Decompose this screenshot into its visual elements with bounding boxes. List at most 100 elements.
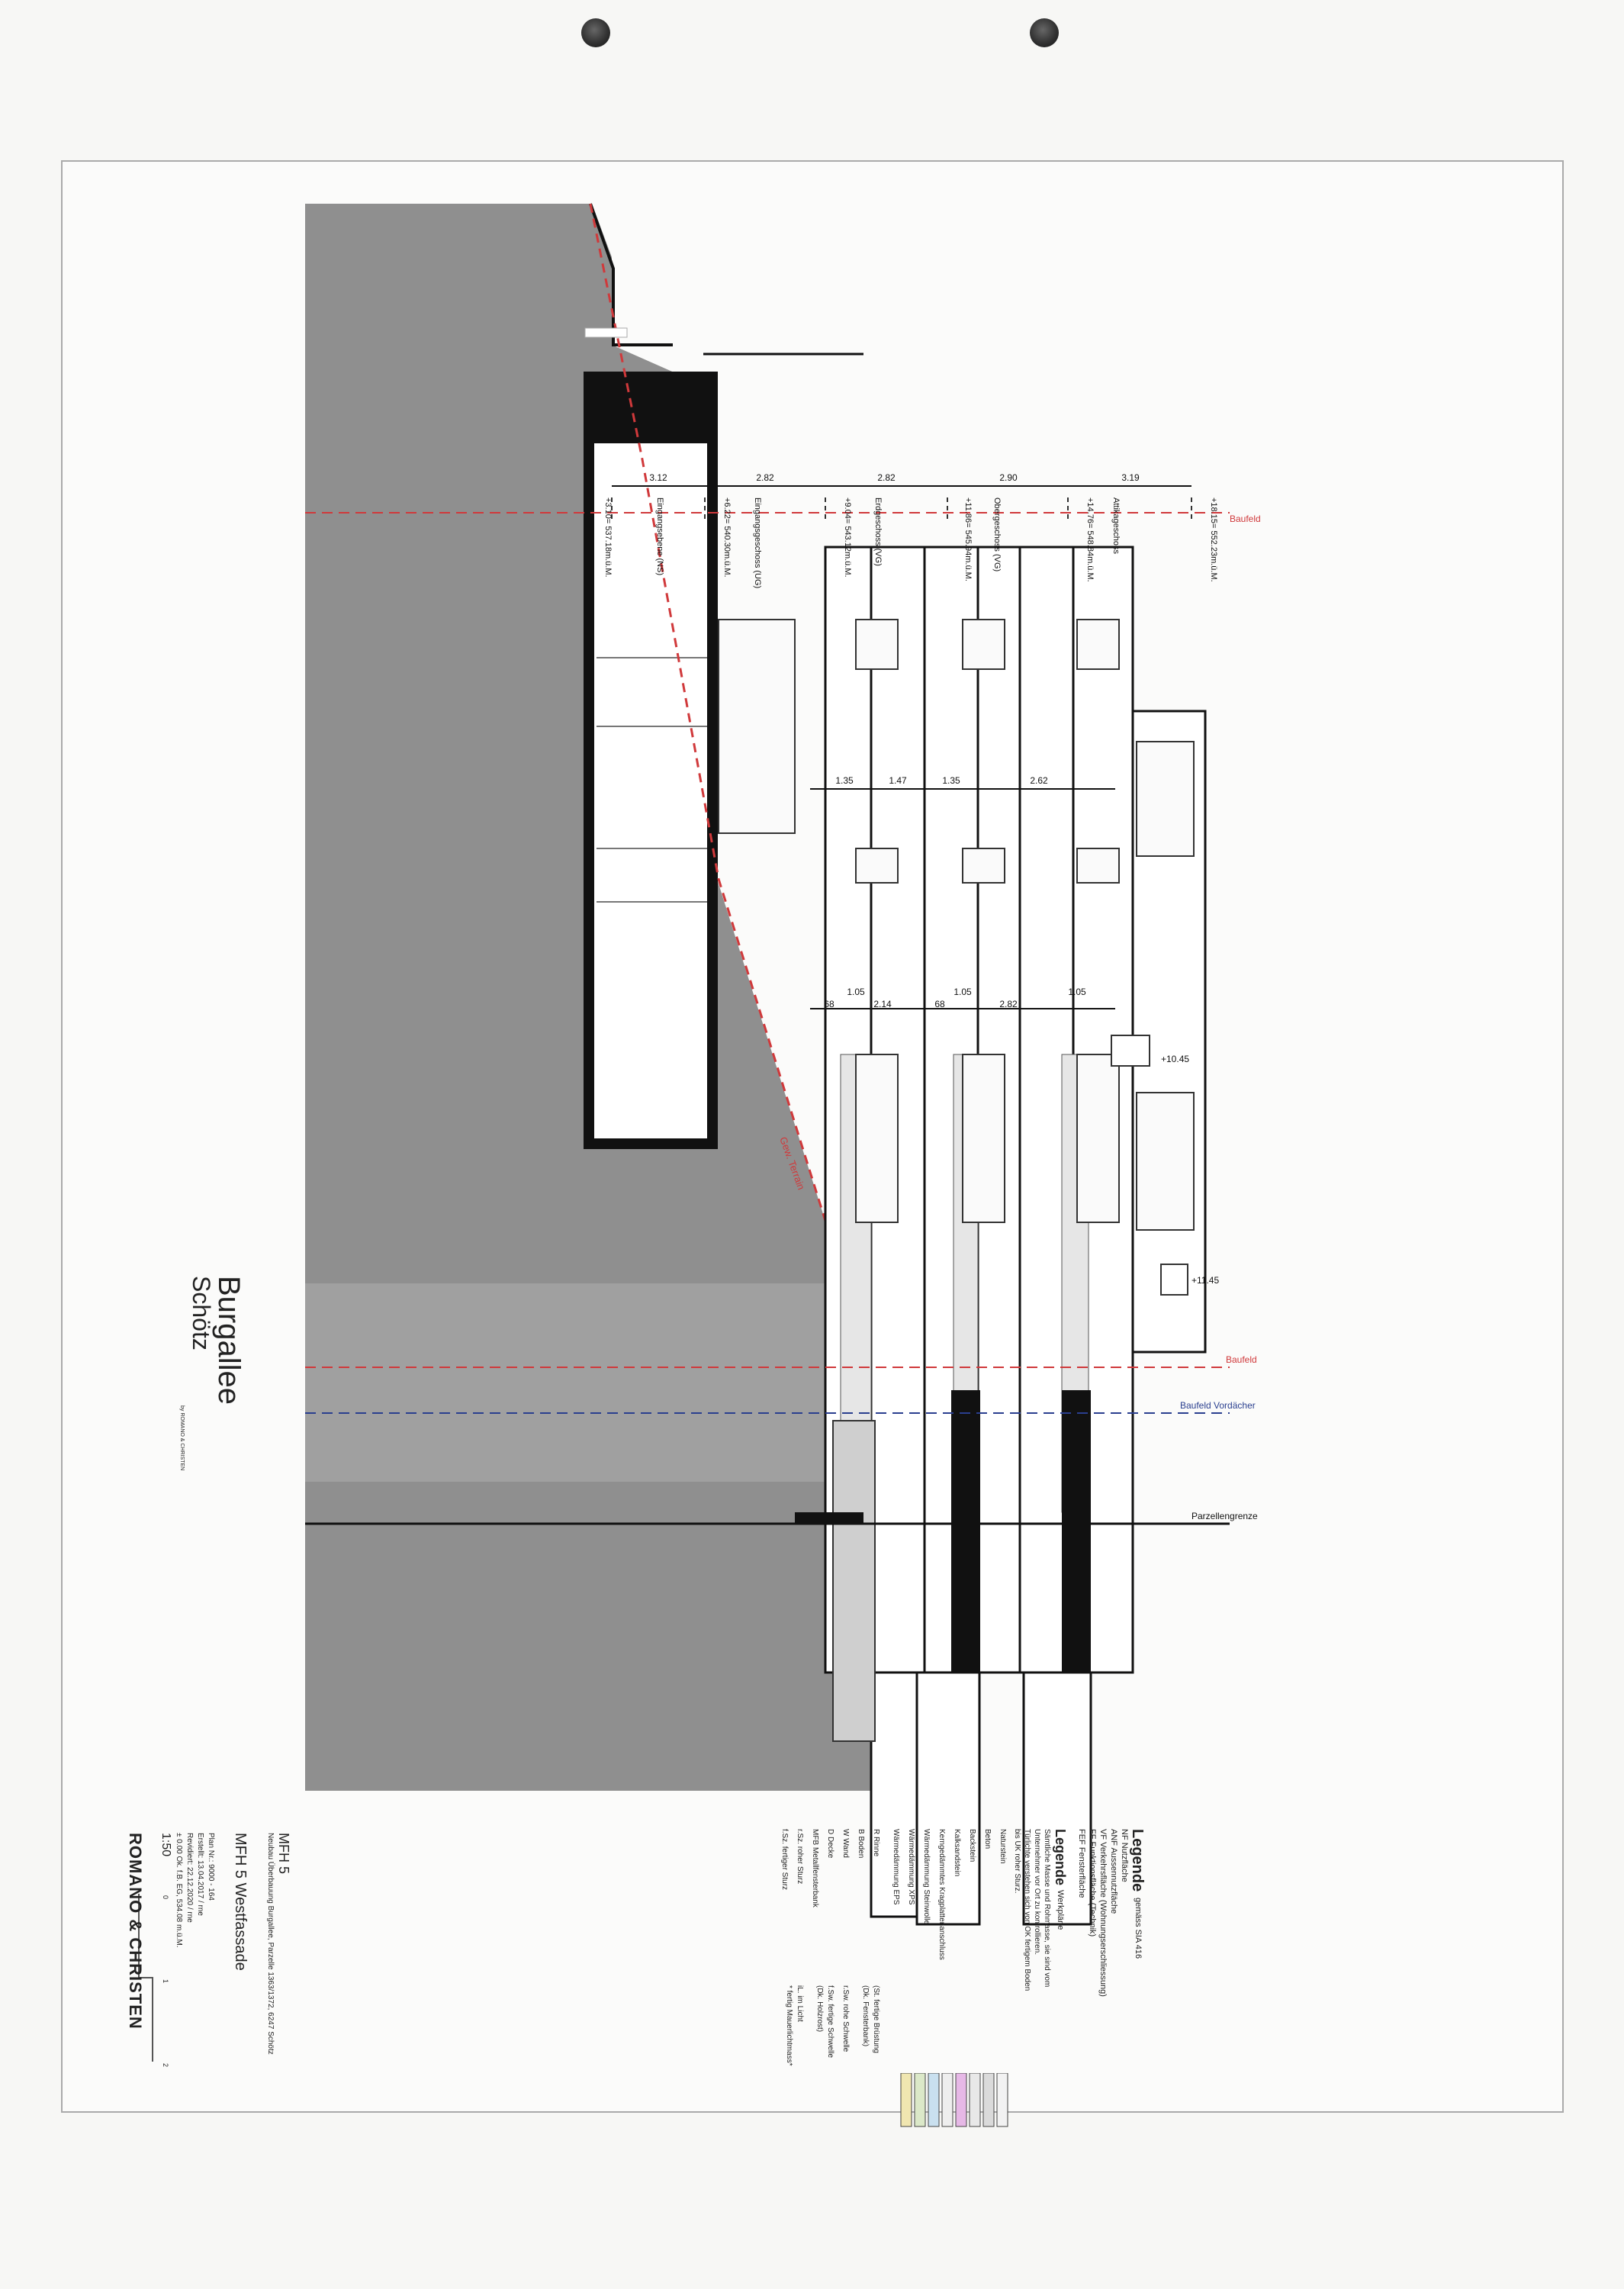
- legend-abbr: FF Funktionsfläche (Technik): [1088, 1829, 1097, 1937]
- legend-abbr: NF Nutzfläche: [1120, 1829, 1129, 1882]
- legend-material: Naturstein: [999, 1829, 1007, 1864]
- legend-material: Wärmedämmung Steinwolle: [922, 1829, 931, 1925]
- side-mark-labels: +10.45 +11.45: [1161, 1054, 1219, 1286]
- scale-tick: 0: [162, 1895, 169, 1900]
- legend-note: Türlichte verstehen sich von OK fertigem…: [1023, 1829, 1031, 1991]
- level-name: Eingangsgeschoss (UG): [753, 497, 762, 588]
- mid-dimension-labels: 1.35 1.47 1.35 2.62: [835, 775, 1048, 786]
- dim-label: 1.05: [847, 987, 865, 997]
- legend-swatches: [900, 2073, 1008, 2127]
- dim-label: 68: [824, 999, 835, 1009]
- dim-label: 1.05: [1068, 987, 1086, 997]
- baufeld-top-label: Baufeld: [1230, 513, 1261, 524]
- legend-title: Legende: [1129, 1829, 1146, 1892]
- legend-code: W Wand: [841, 1829, 850, 1858]
- level-elev: +18.15= 552.23m.ü.M.: [1209, 497, 1218, 582]
- level-name: Eingangsebene (NS): [655, 497, 664, 575]
- side-mark: +11.45: [1191, 1275, 1219, 1286]
- binder-hole-left: [581, 18, 610, 47]
- parzelle-marker: [795, 1512, 863, 1523]
- dim-label: 3.12: [649, 472, 667, 483]
- sheet-name: MFH 5 Westfassade: [232, 1833, 249, 1971]
- side-bracket: [1111, 1035, 1150, 1067]
- project-byline: by ROMANO & CHRISTEN: [179, 1405, 185, 1471]
- revised-date: Revidiert: 22.12.2020 / rne: [185, 1833, 194, 1923]
- legend-code: r.Sz. roher Sturz: [796, 1829, 804, 1885]
- top-dimension-labels: 3.12 2.82 2.82 2.90 3.19: [649, 472, 1140, 483]
- legend-code-2: * fertig Mauerlichtmass*: [785, 1985, 793, 2066]
- legend-material: Kerngedämmtes Kragplattenanschluss: [937, 1829, 946, 1960]
- dim-label: 2.14: [873, 999, 892, 1009]
- drawing-frame: 3.12 2.82 2.82 2.90 3.19 1.35 1.47 1.35 …: [61, 160, 1564, 2127]
- legend-note: Unternehmer vor Ort zu kontrollieren.: [1033, 1829, 1041, 1956]
- level-elev: +9.04= 543.12m.ü.M.: [843, 497, 852, 578]
- binder-hole-right: [1030, 18, 1059, 47]
- level-elev: +14.76= 548.84m.ü.M.: [1085, 497, 1095, 582]
- legend-material: Wärmedämmung EPS: [892, 1829, 900, 1905]
- legend-code: R Rinne: [872, 1829, 880, 1857]
- legend-subtitle-2: Werkpläne: [1056, 1890, 1065, 1930]
- dim-label: 2.82: [999, 999, 1018, 1009]
- legend-code: D Decke: [826, 1829, 835, 1859]
- roof-detail: [584, 327, 628, 338]
- level-elev: +6.22= 540.30m.ü.M.: [722, 497, 732, 578]
- lower-dimension-labels: 1.05 1.05 1.05 68 2.14 68 2.82: [824, 987, 1086, 1009]
- legend-code: B Boden: [857, 1829, 865, 1859]
- side-mark: +10.45: [1161, 1054, 1189, 1064]
- dim-label: 68: [934, 999, 945, 1009]
- scale-tick: 1: [162, 1979, 169, 1984]
- legend-code-2: iL. im Licht: [796, 1985, 804, 2022]
- level-name: Obergeschoss (VG): [992, 497, 1002, 571]
- legend-material: Backstein: [968, 1829, 976, 1862]
- building-id: MFH 5: [276, 1833, 291, 1874]
- legend-abbr: FEF Fensterfläche: [1077, 1829, 1086, 1898]
- dim-label: 2.62: [1030, 775, 1048, 786]
- project-name: Burgallee: [212, 1276, 246, 1405]
- parzellengrenze-label: Parzellengrenze: [1191, 1511, 1258, 1521]
- scale: 1:50: [159, 1833, 172, 1857]
- legend-code-2: (Dk. Holzrost): [815, 1985, 824, 2033]
- legend-subtitle: gemäss SIA 416: [1134, 1898, 1143, 1959]
- plan-number: Plan Nr.: 9000 - 164: [207, 1833, 215, 1901]
- datum-level: ± 0.00 Ok. f.B. EG, 534.08 m.ü.M.: [175, 1833, 183, 1948]
- project-place: Schötz: [188, 1276, 215, 1351]
- legend-material: Wärmedämmung XPS: [907, 1829, 915, 1905]
- dim-label: 1.35: [942, 775, 960, 786]
- facade-windows: [718, 619, 1195, 1231]
- legend-abbr: VF Verkehrsfläche (Wohnungserschliessung…: [1098, 1829, 1108, 1997]
- created-date: Erstellt: 13.04.2017 / rne: [196, 1833, 204, 1916]
- legend-code: f.Sz. fertiger Sturz: [780, 1829, 789, 1891]
- baufeld-label: Baufeld: [1226, 1354, 1257, 1365]
- dim-label: 2.90: [999, 472, 1018, 483]
- level-elevation-labels: +3.10= 537.18m.ü.M. Eingangsebene (NS) +…: [603, 497, 1218, 588]
- legend-abbr: ANF Aussennutzfläche: [1109, 1829, 1118, 1914]
- legend-material: Kalksandstein: [953, 1829, 961, 1877]
- lower-slabs: [870, 1671, 1092, 1926]
- setback-labels: Baufeld Baufeld Baufeld Vordächer Parzel…: [1180, 513, 1261, 1521]
- legend-code-2: f.Sw. fertige Schwelle: [826, 1985, 835, 2059]
- dim-label: 1.35: [835, 775, 854, 786]
- legend-code-2: r.Sw. rohe Schwelle: [841, 1985, 850, 2052]
- side-bracket: [1160, 1264, 1188, 1296]
- lightwell-cap: [594, 382, 707, 443]
- baufeld-vordaecher-label: Baufeld Vordächer: [1180, 1400, 1256, 1411]
- level-name: Erdgeschoss (VG): [873, 497, 883, 566]
- legend-code-2: (Dk. Fensterbank): [861, 1985, 870, 2047]
- legend-material: Beton: [983, 1829, 992, 1850]
- terrain-light-band: [305, 1283, 839, 1482]
- facade-elevation-drawing: 3.12 2.82 2.82 2.90 3.19 1.35 1.47 1.35 …: [305, 203, 1261, 1926]
- dim-label: 3.19: [1121, 472, 1140, 483]
- dim-label: 2.82: [756, 472, 774, 483]
- legend-code: MFB Metallfensterbank: [811, 1829, 819, 1908]
- level-elev: +3.10= 537.18m.ü.M.: [603, 497, 613, 578]
- legend-note: bis UK roher Sturz.: [1013, 1829, 1021, 1894]
- company-name: ROMANO & CHRISTEN: [126, 1833, 145, 2030]
- level-name: Attikageschoss: [1111, 497, 1121, 554]
- legend-code-2: (St. fertige Brüstung: [872, 1985, 880, 2053]
- level-lines: [611, 497, 1192, 520]
- legend-note: Sämtliche Masse und Rohmasse, sie sind v…: [1043, 1829, 1051, 1988]
- dim-label: 1.47: [889, 775, 907, 786]
- level-elev: +11.86= 545.94m.ü.M.: [963, 497, 973, 581]
- scale-bar: [138, 1894, 153, 2062]
